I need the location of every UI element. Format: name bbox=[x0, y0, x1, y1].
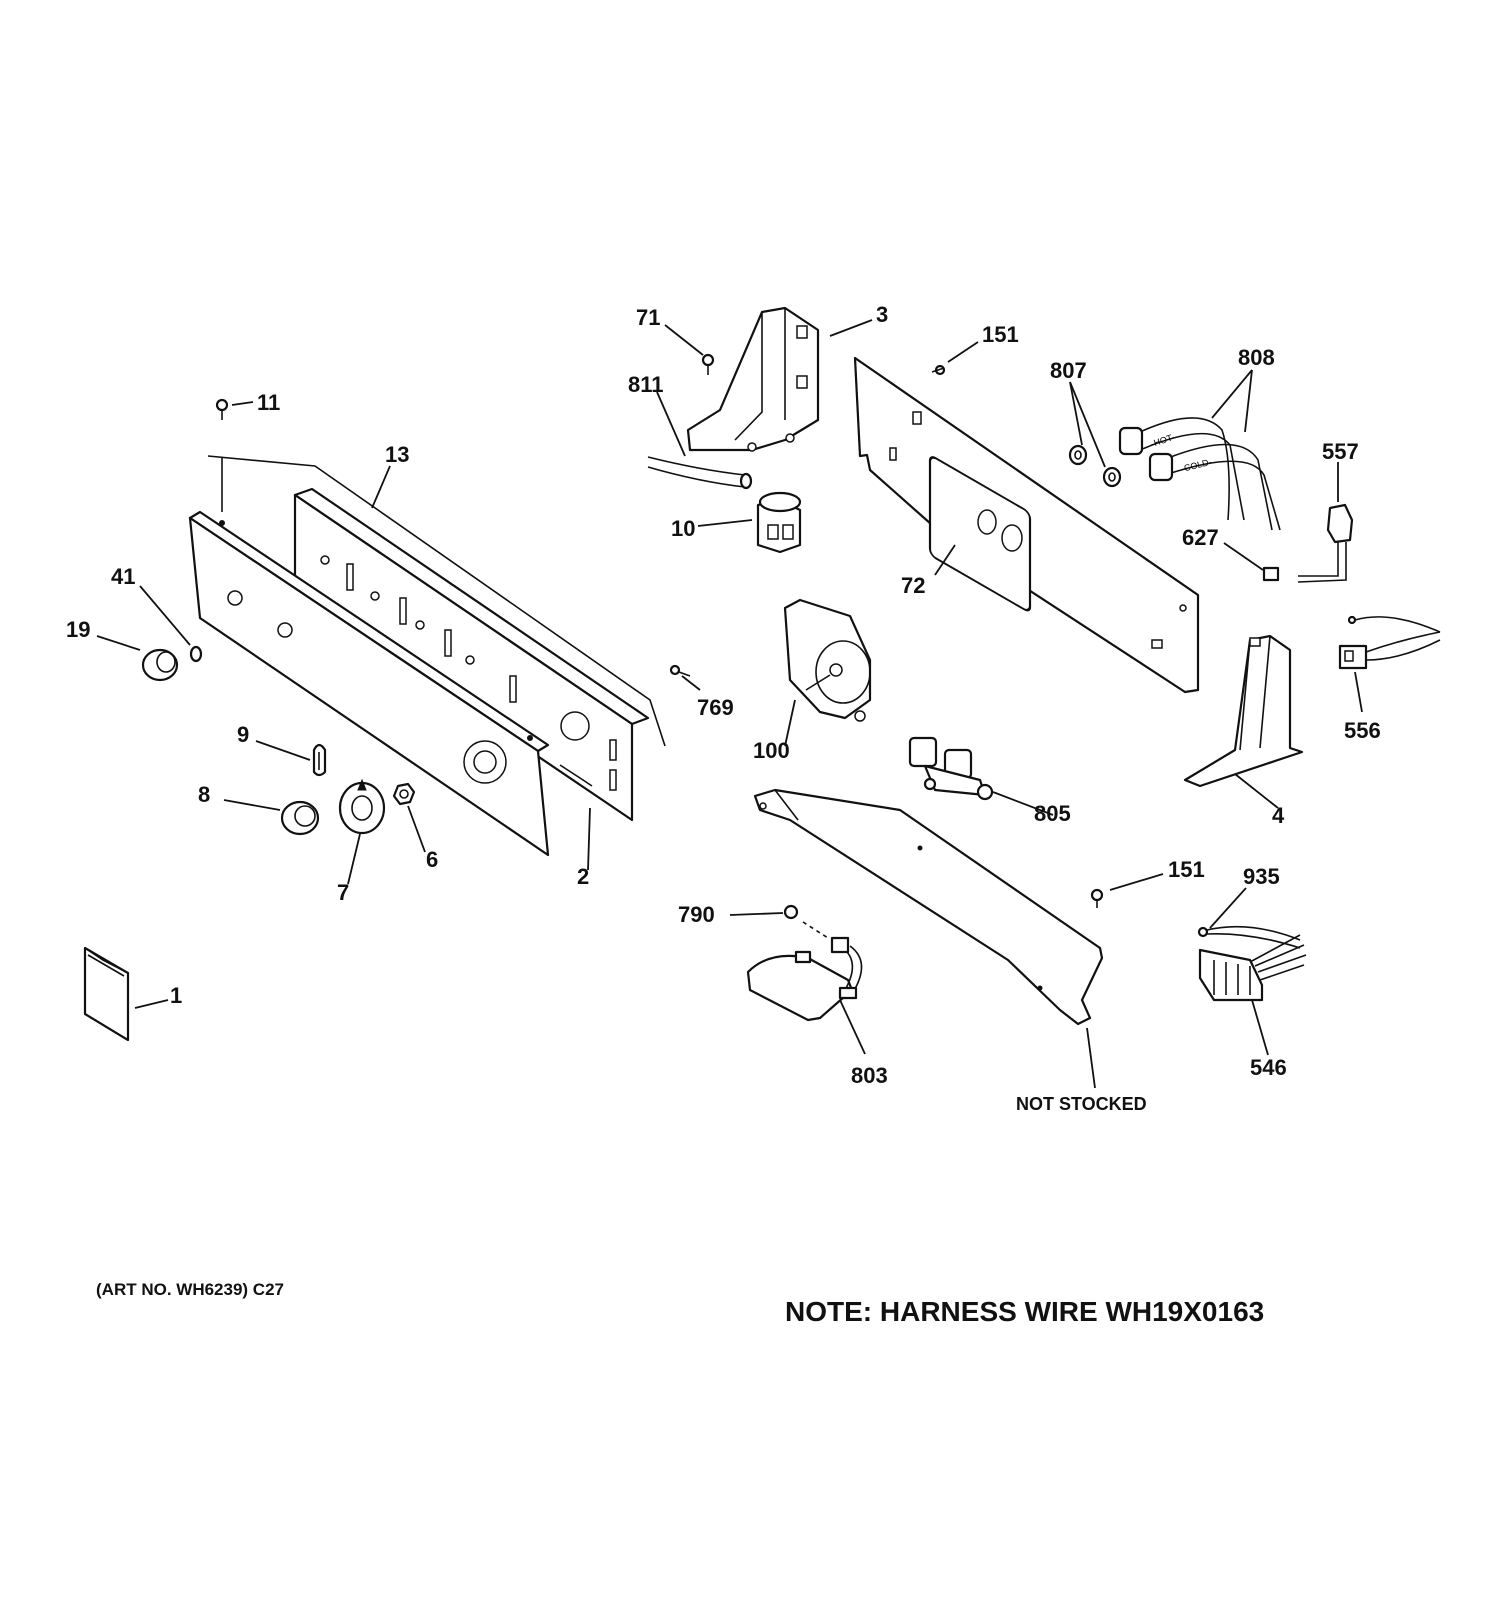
not-stocked-label: NOT STOCKED bbox=[1016, 1094, 1147, 1114]
part-769-screw bbox=[669, 664, 691, 677]
callout-151-lower: 151 bbox=[1168, 857, 1205, 882]
part-803-dispenser bbox=[746, 936, 863, 1022]
part-4-bracket bbox=[1183, 634, 1304, 788]
callout-8: 8 bbox=[198, 782, 211, 807]
callout-3: 3 bbox=[876, 302, 889, 327]
part-10-pressure-switch bbox=[756, 491, 802, 554]
part-805-water-valve bbox=[908, 736, 994, 801]
callout-769: 769 bbox=[697, 695, 734, 720]
callout-9: 9 bbox=[237, 722, 250, 747]
part-8-knob bbox=[280, 800, 320, 836]
callout-627: 627 bbox=[1182, 525, 1219, 550]
part-13-backsplash-rail bbox=[207, 455, 666, 822]
art-number: (ART NO. WH6239) C27 bbox=[96, 1280, 284, 1299]
part-627-clip bbox=[1262, 566, 1280, 582]
callout-811: 811 bbox=[628, 372, 664, 397]
callout-807: 807 bbox=[1050, 358, 1087, 383]
callout-4: 4 bbox=[1272, 803, 1285, 828]
callout-803: 803 bbox=[851, 1063, 888, 1088]
part-11-screw bbox=[215, 398, 229, 512]
part-546-harness-connector bbox=[1198, 934, 1307, 1002]
part-811-hose bbox=[647, 456, 753, 490]
callout-1: 1 bbox=[170, 983, 183, 1008]
part-72-backsplash bbox=[853, 356, 1200, 694]
part-1-literature-packet bbox=[83, 946, 130, 1042]
part-556-plug bbox=[1338, 615, 1441, 670]
callout-808: 808 bbox=[1238, 345, 1275, 370]
callout-805: 805 bbox=[1034, 801, 1071, 826]
part-2-control-panel bbox=[188, 510, 593, 857]
callout-13: 13 bbox=[385, 442, 410, 467]
callout-71: 71 bbox=[636, 305, 661, 330]
part-71-screw bbox=[701, 353, 715, 375]
part-6-nut bbox=[392, 782, 416, 806]
harness-wire-note: NOTE: HARNESS WIRE WH19X0163 bbox=[785, 1296, 1265, 1327]
callout-556: 556 bbox=[1344, 718, 1381, 743]
callout-557: 557 bbox=[1322, 439, 1359, 464]
part-100-timer bbox=[783, 598, 872, 722]
part-151-screw-lower bbox=[1090, 888, 1104, 908]
callout-151-upper: 151 bbox=[982, 322, 1019, 347]
part-557-sensor bbox=[1297, 503, 1354, 583]
part-808-hoses bbox=[1118, 417, 1281, 531]
leader-lines bbox=[96, 319, 1363, 1089]
part-807-washers bbox=[1068, 444, 1122, 488]
part-151-screw-upper bbox=[931, 364, 946, 376]
callout-100: 100 bbox=[753, 738, 790, 763]
callout-72: 72 bbox=[901, 573, 926, 598]
callout-790: 790 bbox=[678, 902, 715, 927]
callout-11: 11 bbox=[257, 390, 281, 415]
callout-6: 6 bbox=[426, 847, 439, 872]
callout-7: 7 bbox=[337, 880, 350, 905]
part-not-stocked-lower-panel bbox=[753, 788, 1104, 1026]
callout-546: 546 bbox=[1250, 1055, 1287, 1080]
callout-10: 10 bbox=[671, 516, 696, 541]
part-41-clip bbox=[189, 645, 203, 663]
part-7-dial bbox=[338, 778, 386, 835]
callout-935: 935 bbox=[1243, 864, 1280, 889]
callout-41: 41 bbox=[111, 564, 136, 589]
part-935-wire bbox=[1197, 925, 1301, 949]
part-790-clamp bbox=[783, 904, 829, 939]
callout-2: 2 bbox=[577, 864, 590, 889]
part-9-clip bbox=[312, 743, 327, 777]
callout-19: 19 bbox=[66, 617, 91, 642]
part-19-knob bbox=[141, 648, 179, 682]
part-3-bracket bbox=[686, 306, 820, 452]
